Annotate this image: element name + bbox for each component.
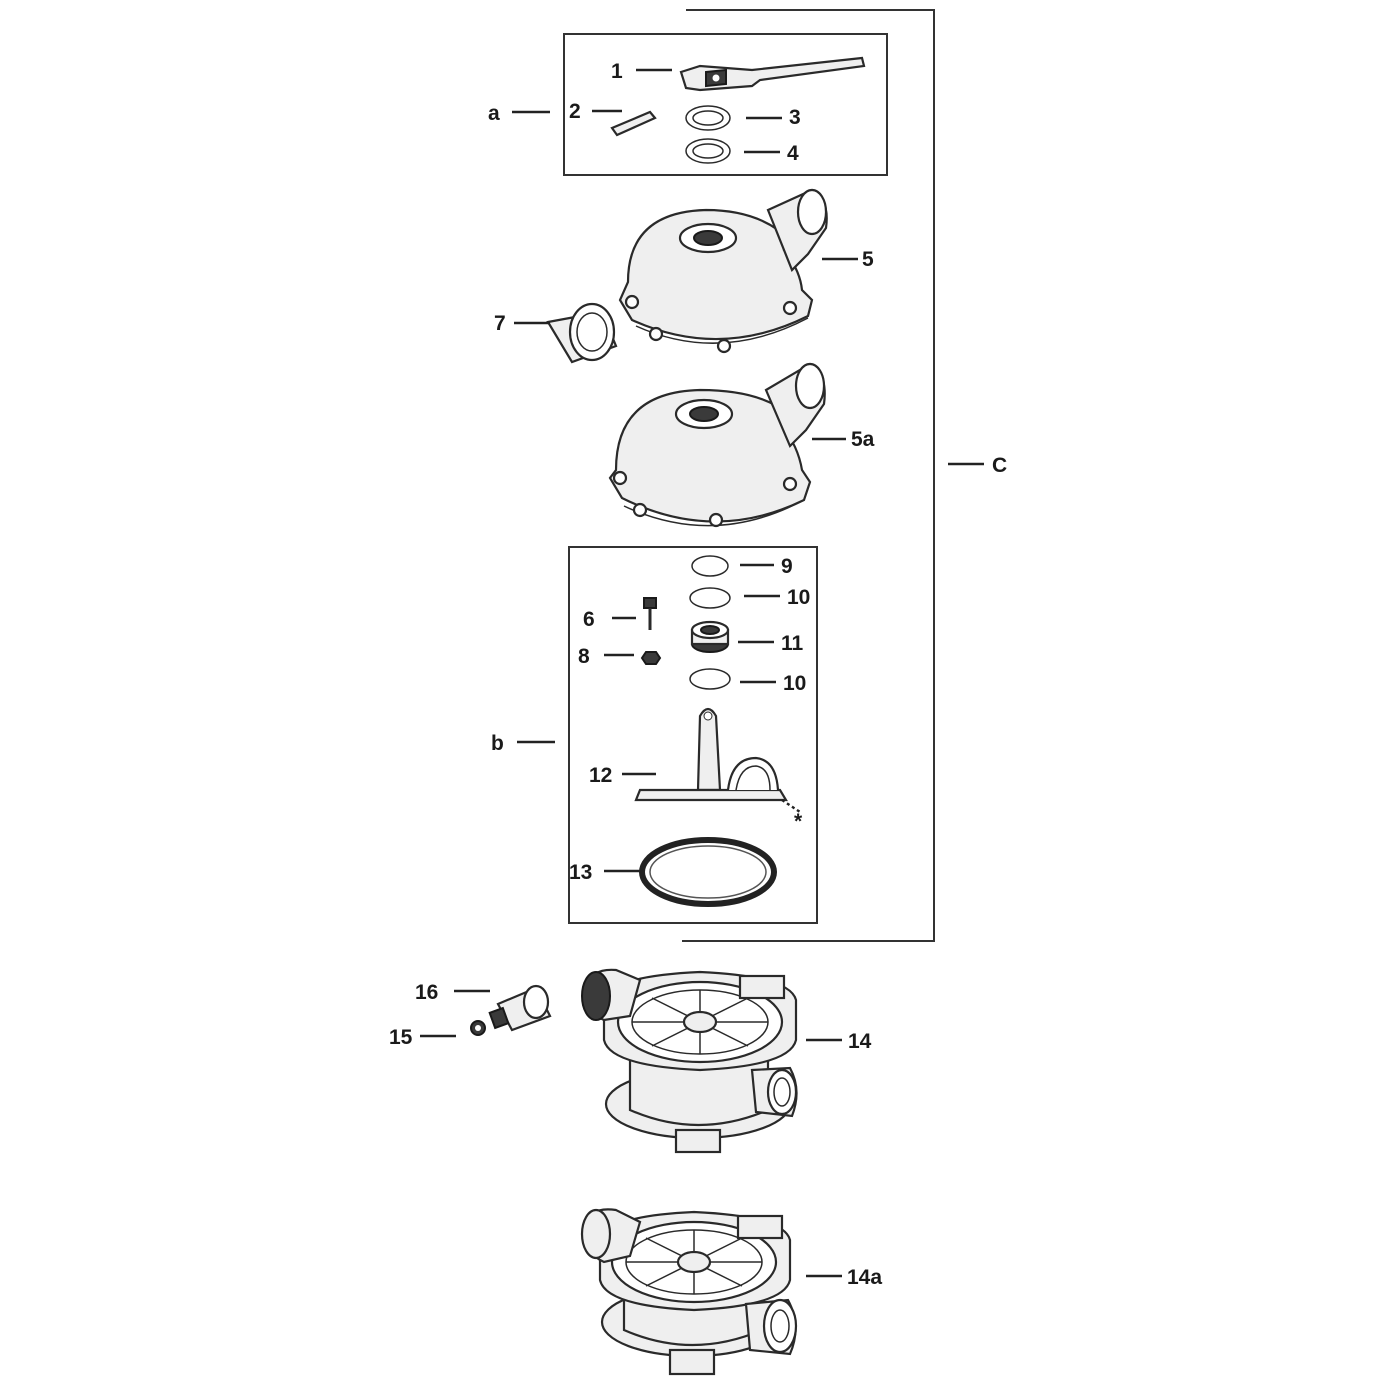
washer-icon: [685, 138, 780, 164]
label-part-13: 13: [569, 861, 592, 884]
nut-icon: [604, 651, 662, 665]
label-part-7: 7: [494, 312, 506, 335]
label-part-3: 3: [789, 106, 801, 129]
label-part-15: 15: [389, 1026, 413, 1049]
label-part-5: 5: [862, 248, 874, 271]
label-part-1: 1: [611, 60, 623, 83]
label-c: C: [992, 454, 1007, 477]
group-c-bracket: [682, 9, 984, 942]
seal-icon: [690, 620, 774, 653]
label-part-12: 12: [589, 764, 612, 787]
valve-body-icon: [581, 968, 842, 1154]
drain-cap-icon: [454, 984, 552, 1032]
screw-icon: [612, 597, 657, 630]
gasket-icon: [604, 837, 777, 907]
label-star: *: [794, 810, 803, 833]
valve-body-icon: [580, 1208, 842, 1376]
group-a-box: [512, 33, 888, 176]
lever-handle-icon: [636, 56, 866, 92]
rotor-icon: [622, 707, 801, 813]
valve-cover-icon: [608, 362, 846, 528]
label-part-14: 14: [848, 1030, 872, 1053]
label-part-9: 9: [781, 555, 793, 578]
drain-plug-icon: [420, 1020, 486, 1038]
label-part-16: 16: [415, 981, 438, 1004]
label-b: b: [491, 732, 504, 755]
label-a: a: [488, 102, 500, 125]
label-part-11: 11: [781, 632, 804, 655]
washer-icon: [685, 105, 782, 131]
label-part-14a: 14a: [847, 1266, 882, 1289]
label-part-5a: 5a: [851, 428, 875, 451]
pin-icon: [592, 109, 657, 137]
label-part-8: 8: [578, 645, 590, 668]
label-part-10-top: 10: [787, 586, 810, 609]
label-part-10-bottom: 10: [783, 672, 806, 695]
label-part-2: 2: [569, 100, 581, 123]
valve-cover-icon: [618, 188, 858, 354]
label-part-4: 4: [787, 142, 799, 165]
seal-icon: [691, 555, 774, 577]
label-part-6: 6: [583, 608, 595, 631]
washer-icon: [689, 587, 780, 609]
sight-glass-icon: [514, 302, 618, 364]
group-b-box: [517, 546, 818, 924]
washer-icon: [689, 668, 776, 690]
